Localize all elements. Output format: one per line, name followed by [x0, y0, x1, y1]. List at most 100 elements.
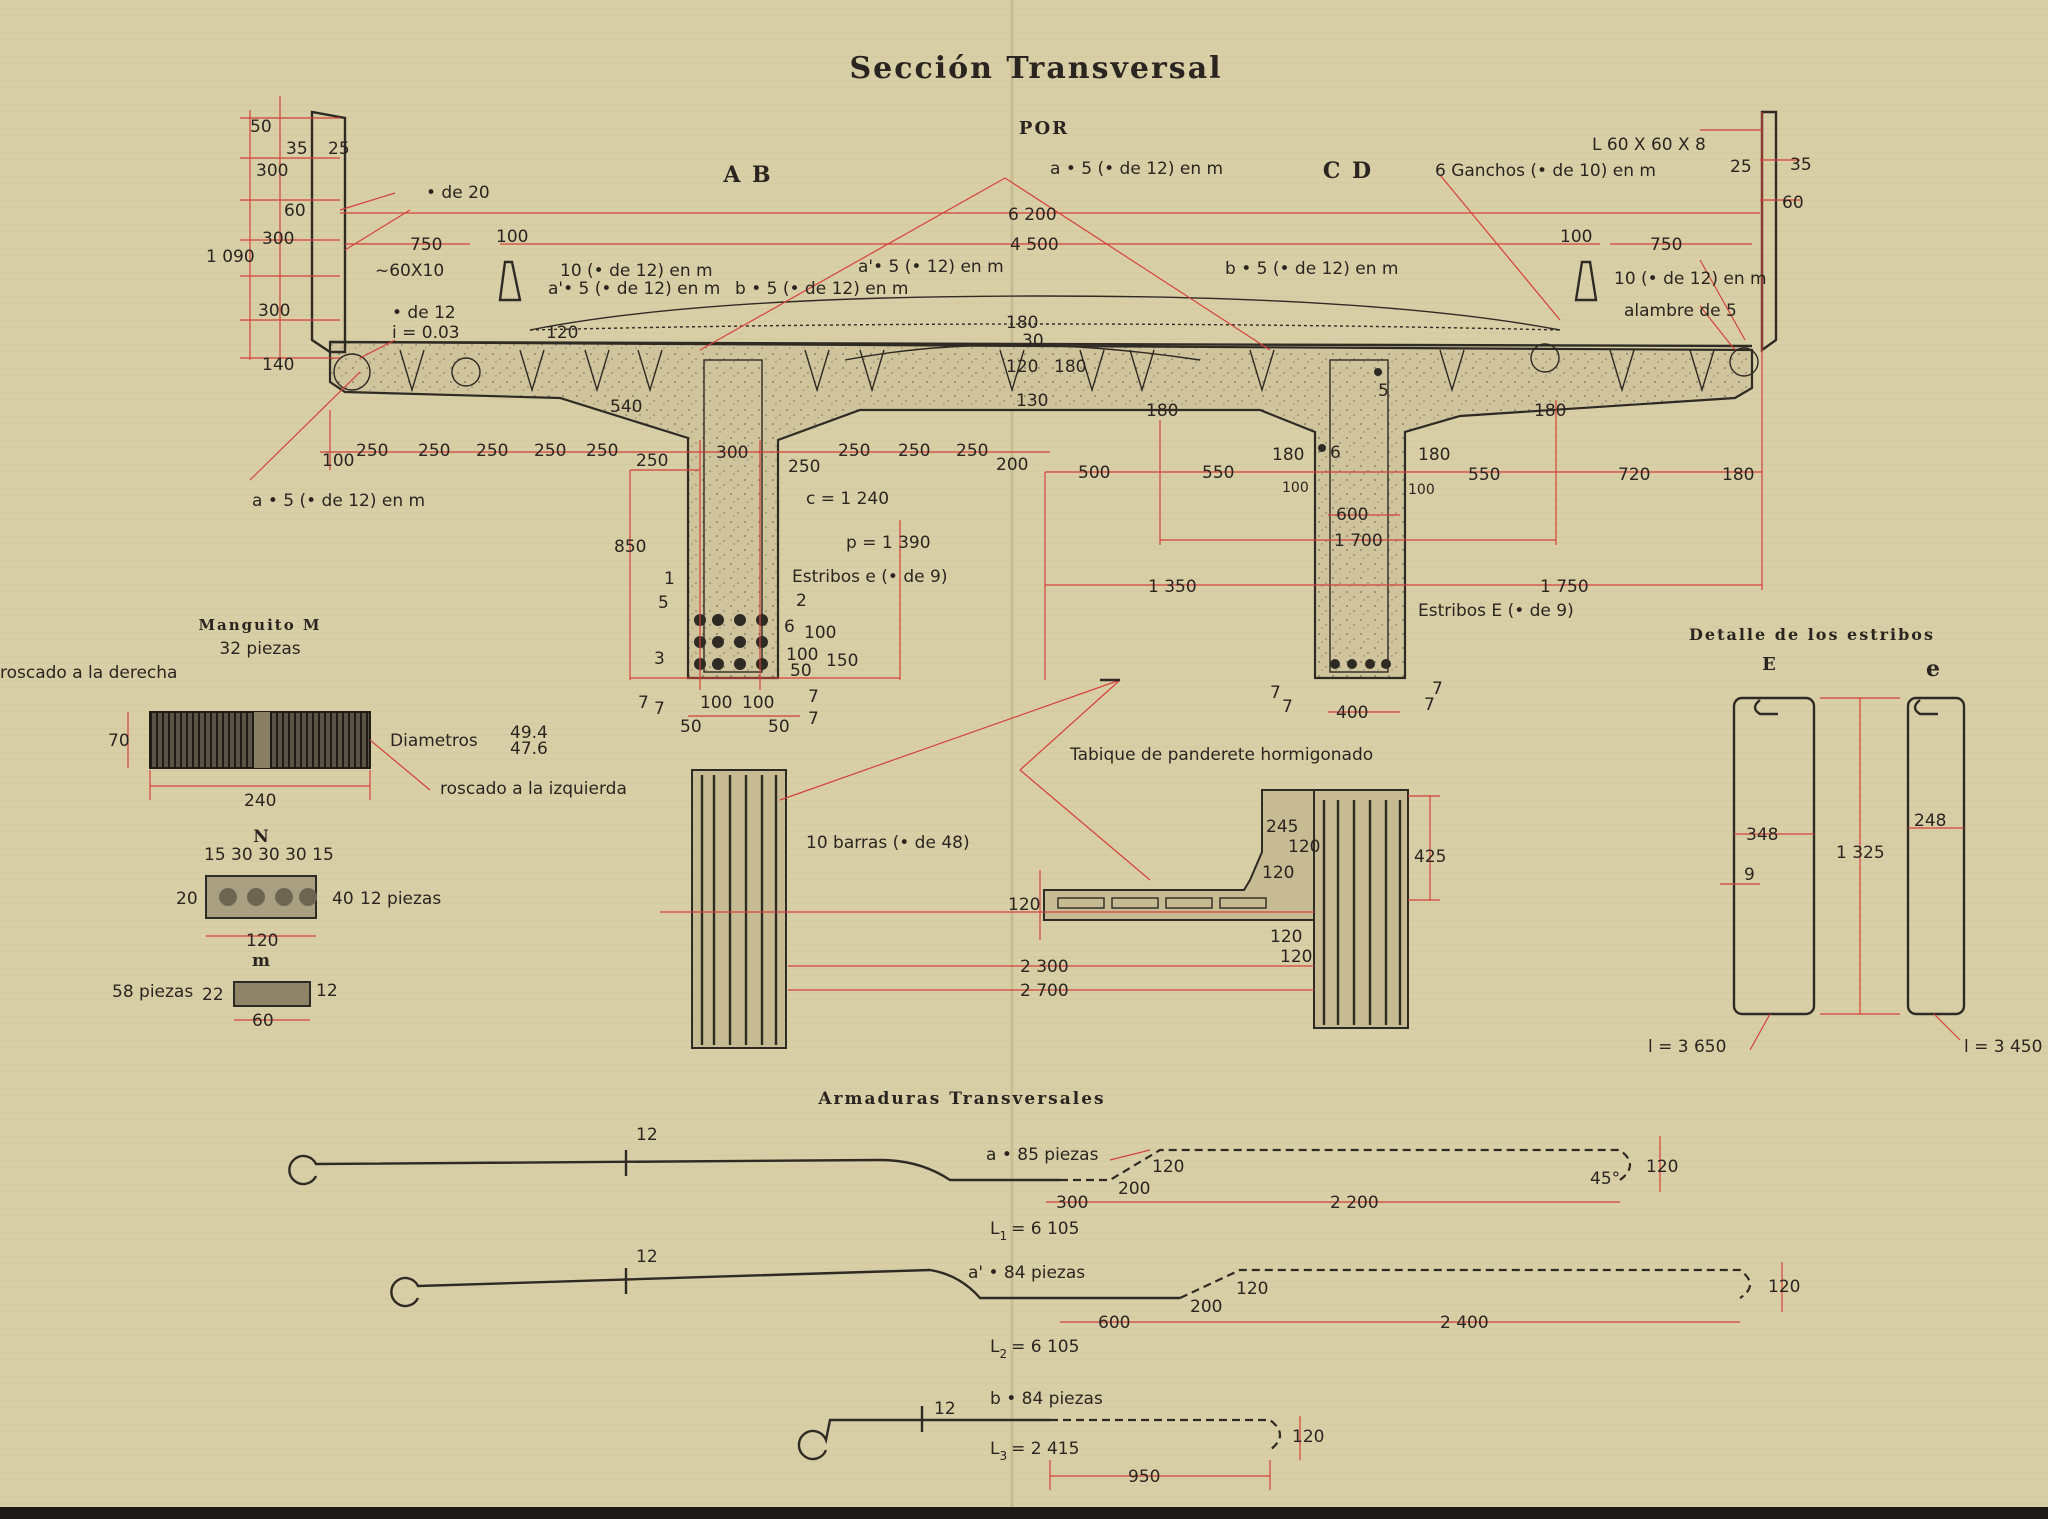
plan-d120d: 120 [1270, 927, 1302, 947]
plan-column-left [691, 769, 787, 1049]
deck-labels: • de 20 ~60X10 • de 12 i = 0.03 10 (• de… [252, 135, 1767, 621]
label-hooks: 6 Ganchos (• de 10) en m [1435, 161, 1656, 181]
piece-n-d40: 40 [332, 889, 354, 909]
bar-a: 12 a • 85 piezas 120 200 300 2 200 45° 1… [288, 1125, 1678, 1243]
bar-a2-d120: 120 [1236, 1279, 1268, 1299]
bar-b-d950: 950 [1128, 1467, 1160, 1487]
plan-bars-label: 10 barras (• de 48) [806, 833, 970, 853]
dim-100: 100 [496, 227, 528, 247]
bar-a2-L: L2= 6 105 [990, 1337, 1079, 1361]
deck-concrete [328, 340, 1754, 680]
bar-a-L-sub: 1 [999, 1229, 1007, 1243]
dim-130: 130 [1016, 391, 1048, 411]
label-wire: alambre de 5 [1624, 301, 1737, 321]
plan-d120b: 120 [1262, 863, 1294, 883]
bar-a-d12: 12 [636, 1125, 658, 1145]
dim-beamL-0: 1 [664, 569, 675, 589]
manguito-d240: 240 [244, 791, 276, 811]
bar-a-d120: 120 [1152, 1157, 1184, 1177]
dim-250-web-left: 250 [636, 451, 668, 471]
plan-d245: 245 [1266, 817, 1298, 837]
dim-250-web-right: 250 [788, 457, 820, 477]
stirrups-title: Detalle de los estribos [1689, 625, 1935, 644]
dim-720: 720 [1618, 465, 1650, 485]
bar-a2-d2400: 2 400 [1440, 1313, 1489, 1333]
stirrup-lenE: l = 3 650 [1648, 1037, 1726, 1057]
manguito-diam-1: 49.4 [510, 723, 548, 743]
piece-n: N 15 30 30 30 15 20 40 12 piezas 120 [176, 827, 441, 951]
dim-beamRbot-2: 400 [1336, 703, 1368, 723]
dim-beamL-7: 50 [790, 661, 812, 681]
manguito-d70: 70 [108, 731, 130, 751]
dim-540: 540 [610, 397, 642, 417]
dim-beamLbot-1: 7 [654, 699, 665, 719]
manguito-title: Manguito M [198, 616, 321, 634]
label-bar-b5-right: b • 5 (• de 12) en m [1225, 259, 1398, 279]
label-bar-a5-mid: a'• 5 (• 12) en m [858, 257, 1004, 277]
dim-beamLbot-3: 100 [700, 693, 732, 713]
deck-dimensions: 50 35 25 300 60 300 1 090 300 140 750 10… [206, 117, 1812, 737]
section-label-cd: C D [1323, 158, 1373, 184]
dim-180-c: 180 [1146, 401, 1178, 421]
plan-d120e: 120 [1280, 947, 1312, 967]
label-angle-L: L 60 X 60 X 8 [1592, 135, 1706, 155]
piece-m: m 58 piezas 22 12 60 [112, 951, 338, 1031]
dim-180-e: 180 [1272, 445, 1304, 465]
stirrup-e-label: e [1926, 656, 1942, 682]
bar-b-L-sub: 3 [999, 1449, 1007, 1463]
dim-row2-1: 250 [898, 441, 930, 461]
label-c-value: c = 1 240 [806, 489, 889, 509]
bar-a-d45: 45° [1590, 1169, 1620, 1189]
deck-cross-section [240, 96, 1800, 717]
label-stirrups-E: Estribos E (• de 9) [1418, 601, 1574, 621]
label-bar-a5-top: a • 5 (• de 12) en m [1050, 159, 1223, 179]
label-bar-10-12-right: 10 (• de 12) en m [1614, 269, 1767, 289]
label-bar-b5-left: b • 5 (• de 12) en m [735, 279, 908, 299]
dim-row1-1: 250 [356, 441, 388, 461]
dim-beamL-5: 100 [804, 623, 836, 643]
dim-180-f: 180 [1418, 445, 1450, 465]
slab-hooks [333, 343, 1759, 393]
plan-d425: 425 [1414, 847, 1446, 867]
label-stirrups-e: Estribos e (• de 9) [792, 567, 947, 587]
dim-300c: 300 [258, 301, 290, 321]
label-phi12: • de 12 [392, 303, 456, 323]
dim-60: 60 [284, 201, 306, 221]
dim-100-right: 100 [1560, 227, 1592, 247]
dim-100-e: 100 [1282, 480, 1309, 496]
dim-180-g: 180 [1722, 465, 1754, 485]
dim-1700: 1 700 [1334, 531, 1383, 551]
dim-row2-2: 250 [956, 441, 988, 461]
piece-n-d20: 20 [176, 889, 198, 909]
dim-beamLbot-7: 7 [808, 709, 819, 729]
drawing-subtitle: POR [1019, 118, 1069, 139]
plan-tabique-label: Tabique de panderete hormigonado [1069, 745, 1373, 765]
dim-750-right: 750 [1650, 235, 1682, 255]
transverse-reinforcement: Armaduras Transversales 12 a • 85 piezas… [288, 1089, 1800, 1490]
piece-n-d120: 120 [246, 931, 278, 951]
dim-beamL-2: 3 [654, 649, 665, 669]
bar-a-d200: 200 [1118, 1179, 1150, 1199]
dim-1750: 1 750 [1540, 577, 1589, 597]
bar-a-d120r: 120 [1646, 1157, 1678, 1177]
bar-b-L-prefix: L [990, 1439, 1000, 1459]
dim-500: 500 [1078, 463, 1110, 483]
bar-a2-d120r: 120 [1768, 1277, 1800, 1297]
bar-b-L-value: = 2 415 [1011, 1439, 1079, 1459]
piece-n-count: 12 piezas [360, 889, 441, 909]
dim-beamL-4: 6 [784, 617, 795, 637]
bar-a2-L-sub: 2 [999, 1347, 1007, 1361]
stirrup-d9: 9 [1744, 865, 1755, 885]
bottom-edge [0, 1507, 2048, 1519]
stirrup-d348: 348 [1746, 825, 1778, 845]
bar-a-label: a • 85 piezas [986, 1145, 1099, 1165]
label-p-value: p = 1 390 [846, 533, 931, 553]
dim-beamL-8: 150 [826, 651, 858, 671]
bar-a-L: L1= 6 105 [990, 1219, 1079, 1243]
dim-5: 5 [1378, 381, 1389, 401]
manguito-diam-label: Diametros [390, 731, 478, 751]
dim-180-d: 180 [1534, 401, 1566, 421]
dim-beamLbot-6: 7 [808, 687, 819, 707]
dim-300-web: 300 [716, 443, 748, 463]
dim-beamLbot-4: 100 [742, 693, 774, 713]
